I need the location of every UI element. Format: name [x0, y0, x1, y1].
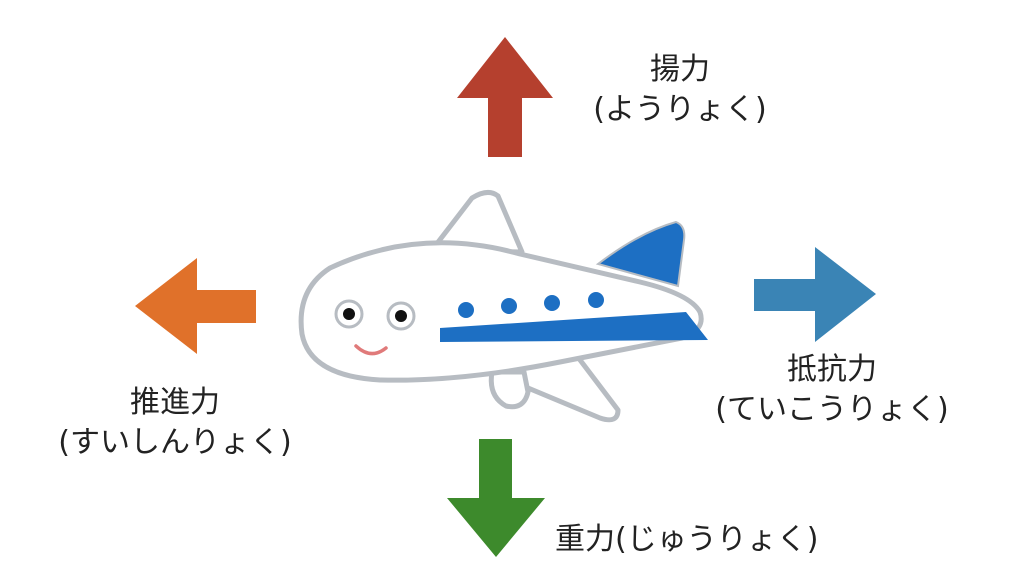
thrust-label: 推進力 (すいしんりょく) [40, 383, 310, 463]
airplane-tail-fin [595, 220, 686, 288]
weight-label: 重力(じゅうりょく) [555, 522, 819, 557]
airplane-pupil-left [343, 308, 355, 320]
airplane-mouth [354, 344, 388, 356]
thrust-name: 推進力 [130, 385, 220, 420]
lift-name: 揚力 [650, 52, 710, 87]
airplane-window [458, 302, 474, 318]
airplane-illustration [298, 190, 704, 423]
drag-arrow [754, 247, 876, 342]
airplane-engine [488, 369, 531, 410]
drag-name: 抵抗力 [787, 352, 877, 387]
airplane-stripe [440, 312, 708, 342]
airplane-pupil-right [395, 310, 407, 322]
lift-reading: (ようりょく) [593, 92, 767, 127]
airplane-window [544, 295, 560, 311]
weight-arrow [447, 439, 545, 557]
airplane-fuselage [298, 240, 704, 383]
airplane-eyes [334, 299, 416, 331]
drag-reading: (ていこうりょく) [715, 392, 949, 427]
thrust-arrow [135, 258, 256, 354]
lift-label: 揚力 (ようりょく) [580, 50, 780, 130]
drag-label: 抵抗力 (ていこうりょく) [690, 350, 974, 430]
airplane-window [588, 292, 604, 308]
airplane-window [501, 298, 517, 314]
lift-arrow [457, 37, 553, 157]
airplane-top-wing [429, 190, 525, 255]
thrust-reading: (すいしんりょく) [58, 425, 292, 460]
